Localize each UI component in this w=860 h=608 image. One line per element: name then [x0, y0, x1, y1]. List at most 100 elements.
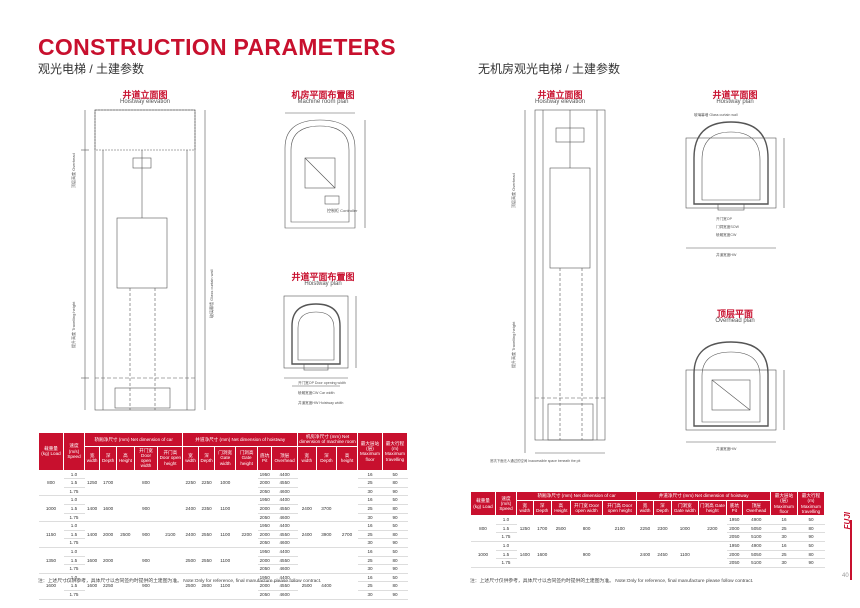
th-hoistway: 井道净尺寸 (mm) Net dimension of hoistway: [182, 432, 299, 447]
cell-max-travel: 50: [382, 495, 408, 506]
hoistway-plan-right-subtitle: Hoistway plan: [716, 99, 754, 105]
cell-hoistway: 2400: [182, 495, 199, 523]
cell-car: 900: [134, 547, 158, 574]
cell-max-floor: 25: [357, 504, 383, 514]
cell-pit: 1950: [257, 547, 272, 557]
cell-speed: 1.0: [63, 470, 85, 480]
svg-text:顶层高度 Overhead: 顶层高度 Overhead: [510, 173, 516, 208]
cell-speed: 1.5: [63, 478, 85, 488]
cell-gate-height: 2200: [235, 521, 258, 549]
cell-speed: 1.5: [495, 524, 517, 534]
cell-pit: 2000: [257, 504, 272, 514]
cell-speed: 1.5: [63, 556, 85, 566]
cell-load: 1350: [38, 547, 64, 574]
svg-text:玻璃幕墙 Glass curtain wall: 玻璃幕墙 Glass curtain wall: [694, 112, 738, 117]
cell-max-travel: 90: [797, 558, 825, 568]
cell-gate-height: [698, 541, 727, 568]
cell-pit: 1950: [257, 573, 272, 583]
cell-car: 900: [134, 521, 158, 549]
th-sub: 深 Depth: [532, 500, 552, 517]
cell-machine: [297, 547, 317, 574]
th-sub: 宽 width: [182, 445, 199, 471]
cell-car: 900: [134, 495, 158, 523]
cell-max-travel: 80: [797, 524, 825, 534]
th-sub: 顶层 Overhead: [271, 445, 299, 471]
cell-overhead: 5100: [742, 558, 771, 568]
cell-pit: 2050: [257, 487, 272, 497]
cell-pit: 2000: [257, 478, 272, 488]
cell-overhead: 4600: [271, 487, 298, 497]
cell-car: 1700: [533, 515, 552, 542]
cell-machine: 2400: [297, 521, 317, 549]
cell-overhead: 4550: [271, 581, 298, 591]
cell-car: [116, 573, 135, 600]
th-sub: 门洞宽 Gate width: [214, 445, 236, 471]
cell-pit: 2000: [726, 550, 743, 560]
th-sub: 深 Depth: [652, 500, 673, 517]
cell-pit: 2000: [257, 581, 272, 591]
cell-car: [602, 541, 637, 568]
cell-pit: 2050: [726, 532, 743, 542]
hoistway-plan-right-drawing: 玻璃幕墙 Glass curtain wall 开门宽OP 门洞宽度SOW 轿厢…: [685, 112, 785, 257]
cell-max-travel: 90: [382, 564, 408, 574]
cell-car: [551, 541, 571, 568]
cell-car: 1600: [84, 573, 100, 600]
cell-machine: [316, 547, 337, 574]
cell-max-travel: 80: [797, 550, 825, 560]
cell-max-travel: 80: [382, 581, 408, 591]
cell-pit: 2050: [726, 558, 743, 568]
cell-machine: [336, 470, 358, 497]
cell-max-travel: 80: [382, 530, 408, 540]
cell-speed: 1.75: [495, 532, 517, 542]
cell-max-travel: 90: [797, 532, 825, 542]
cell-hoistway: 1100: [671, 541, 699, 568]
cell-hoistway: 1100: [214, 547, 236, 574]
hoistway-elevation-right-title: 井道立面图: [537, 90, 583, 100]
cell-overhead: 4400: [271, 495, 298, 506]
overhead-plan-title: 顶层平面: [716, 309, 753, 319]
cell-overhead: 4900: [742, 515, 771, 525]
cell-machine: 4400: [316, 573, 337, 600]
cell-max-travel: 50: [382, 470, 408, 480]
cell-machine: [336, 547, 358, 574]
cell-machine: 2700: [336, 521, 358, 549]
cell-hoistway: 1000: [214, 470, 236, 497]
cell-hoistway: 2350: [198, 495, 215, 523]
th-speed: 速度 (m/s) Speed: [495, 490, 517, 517]
cell-overhead: 5050: [742, 524, 771, 534]
cell-car: 2000: [99, 547, 117, 574]
cell-max-travel: 50: [797, 541, 825, 551]
cell-overhead: 4400: [271, 470, 298, 480]
cell-car: 2500: [551, 515, 571, 542]
cell-gate-height: [235, 495, 258, 523]
cell-load: 1000: [470, 541, 496, 568]
cell-pit: 2050: [257, 538, 272, 549]
th-sub: 宽 width: [636, 500, 654, 517]
cell-machine: [336, 573, 358, 600]
cell-overhead: 4400: [271, 573, 298, 583]
cell-hoistway: 2550: [198, 521, 215, 549]
cell-speed: 1.0: [63, 521, 85, 531]
cell-max-floor: 16: [357, 495, 383, 506]
cell-hoistway: 1100: [214, 495, 236, 523]
overhead-plan-subtitle: Overhead plan: [715, 318, 755, 324]
cell-pit: 1950: [726, 515, 743, 525]
cell-overhead: 4550: [271, 504, 298, 514]
cell-car: 1600: [99, 495, 117, 523]
cell-max-floor: 16: [770, 515, 798, 525]
left-table-note: 注：上述尺寸仅供参考，具体尺寸以合同签约时提供的土建图为准。 Note:Only…: [38, 579, 322, 584]
cell-max-travel: 90: [382, 538, 408, 549]
th-machine-room: 机房净尺寸 (mm) Net dimension of machine room: [297, 432, 358, 447]
cell-max-travel: 90: [382, 513, 408, 523]
cell-max-floor: 25: [357, 478, 383, 488]
cell-max-floor: 25: [770, 550, 798, 560]
cell-hoistway: 1100: [214, 521, 236, 549]
right-table-note: 注：上述尺寸仅供参考，具体尺寸以合同签约时提供的土建图为准。 Note:Only…: [470, 579, 754, 584]
svg-text:井道宽度HW: 井道宽度HW: [716, 446, 737, 451]
svg-text:井道宽度HW: 井道宽度HW: [716, 252, 737, 257]
